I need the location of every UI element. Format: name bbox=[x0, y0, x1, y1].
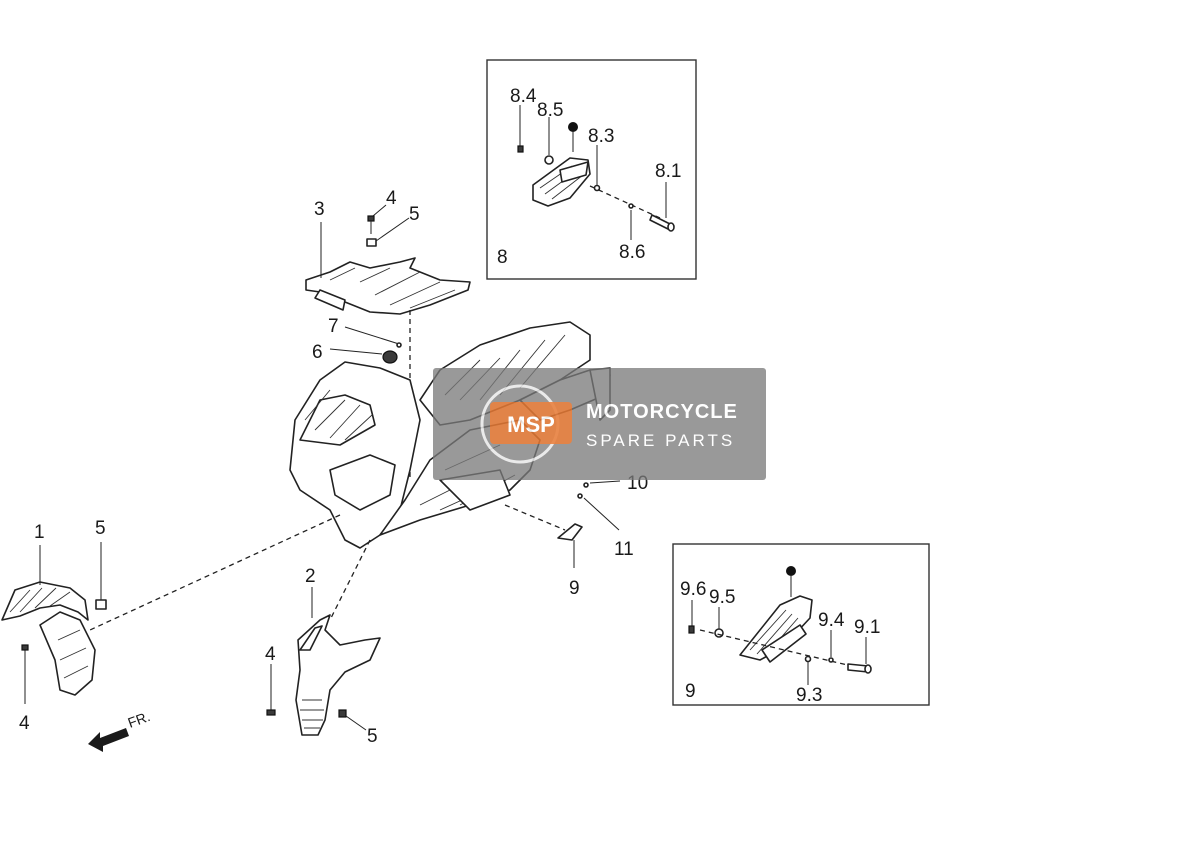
callout-4-top: 4 bbox=[386, 188, 397, 209]
detail-box-9-title: 9 bbox=[685, 681, 696, 702]
callout-5-guard: 5 bbox=[367, 726, 378, 747]
watermark-line2: SPARE PARTS bbox=[586, 431, 735, 450]
watermark-logo-text: MSP bbox=[507, 412, 555, 437]
part-1-mudguard: 1 5 4 bbox=[1, 518, 107, 734]
callout-8-3: 8.3 bbox=[588, 126, 614, 147]
callout-7: 7 bbox=[328, 316, 339, 337]
callout-11: 11 bbox=[614, 539, 634, 560]
watermark-line1: MOTORCYCLE bbox=[586, 401, 738, 423]
callout-8-5: 8.5 bbox=[537, 100, 563, 121]
callout-9-5: 9.5 bbox=[709, 587, 735, 608]
front-direction-label: FR. bbox=[126, 708, 153, 731]
detail-box-8-title: 8 bbox=[497, 247, 508, 268]
callout-8-4: 8.4 bbox=[510, 86, 537, 107]
callout-8-1: 8.1 bbox=[655, 161, 681, 182]
callout-9-6: 9.6 bbox=[680, 579, 706, 600]
callout-2: 2 bbox=[305, 566, 316, 587]
callout-5-top: 5 bbox=[409, 204, 420, 225]
callout-3: 3 bbox=[314, 199, 325, 220]
callout-9-1: 9.1 bbox=[854, 617, 880, 638]
callout-5-left: 5 bbox=[95, 518, 106, 539]
callout-9-4: 9.4 bbox=[818, 610, 845, 631]
watermark-logo-icon: MSP bbox=[480, 384, 572, 464]
part-3-bracket: 3 4 5 bbox=[305, 188, 471, 315]
front-direction-arrow-icon: FR. bbox=[88, 708, 152, 752]
callout-4-guard: 4 bbox=[265, 644, 276, 665]
callout-1: 1 bbox=[34, 522, 45, 543]
callout-6: 6 bbox=[312, 342, 323, 363]
callout-4-left: 4 bbox=[19, 713, 30, 734]
callout-9-3: 9.3 bbox=[796, 685, 822, 706]
callout-8-6: 8.6 bbox=[619, 242, 645, 263]
part-2-guard: 2 4 5 bbox=[265, 566, 381, 747]
detail-box-9: 9.6 9.5 9.4 9.1 9.3 9 bbox=[672, 543, 930, 706]
callout-9: 9 bbox=[569, 578, 580, 599]
watermark: MSP MOTORCYCLE SPARE PARTS bbox=[433, 368, 766, 480]
detail-box-8: 8.4 8.5 8.3 8.1 8.6 8 bbox=[486, 59, 697, 280]
parts-9-10-11: 10 11 9 bbox=[557, 473, 648, 599]
